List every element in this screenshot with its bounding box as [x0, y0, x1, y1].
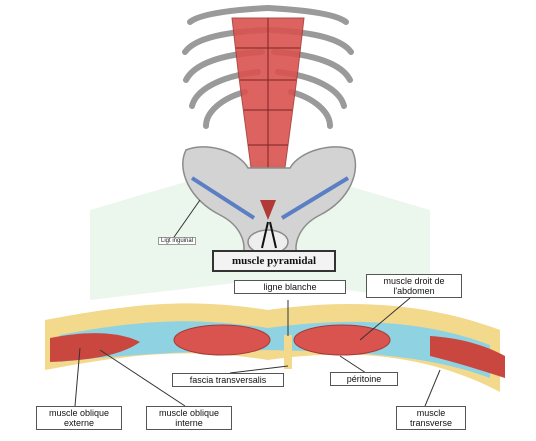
leader-lines [74, 199, 441, 407]
rectus-section-right [293, 324, 391, 356]
label-muscle-transverse: muscle transverse [396, 406, 466, 430]
muscle-segment-lines [236, 18, 300, 214]
inguinal-ligament-left [190, 176, 256, 220]
label-fascia-transversalis: fascia transversalis [172, 373, 284, 387]
linea-alba [284, 335, 292, 369]
rectus-section-left [173, 324, 271, 356]
oblique-muscles-left [50, 333, 140, 362]
abdominal-wall-section [45, 303, 505, 392]
label-muscle-oblique-externe: muscle oblique externe [36, 406, 122, 430]
label-ligt-inguinal: Ligt inguinal [158, 237, 197, 245]
label-peritoine: péritoine [330, 372, 398, 386]
rib-cage [182, 5, 354, 129]
label-muscle-pyramidal: muscle pyramidal [212, 250, 336, 272]
label-ligne-blanche: ligne blanche [234, 280, 346, 294]
label-muscle-oblique-interne: muscle oblique interne [146, 406, 232, 430]
pointer-arrows [261, 221, 277, 249]
inguinal-ligament-right [280, 176, 350, 220]
label-muscle-droit: muscle droit de l'abdomen [366, 274, 462, 298]
transverse-muscle-right [430, 336, 505, 378]
pyramidal-muscle [260, 200, 276, 220]
